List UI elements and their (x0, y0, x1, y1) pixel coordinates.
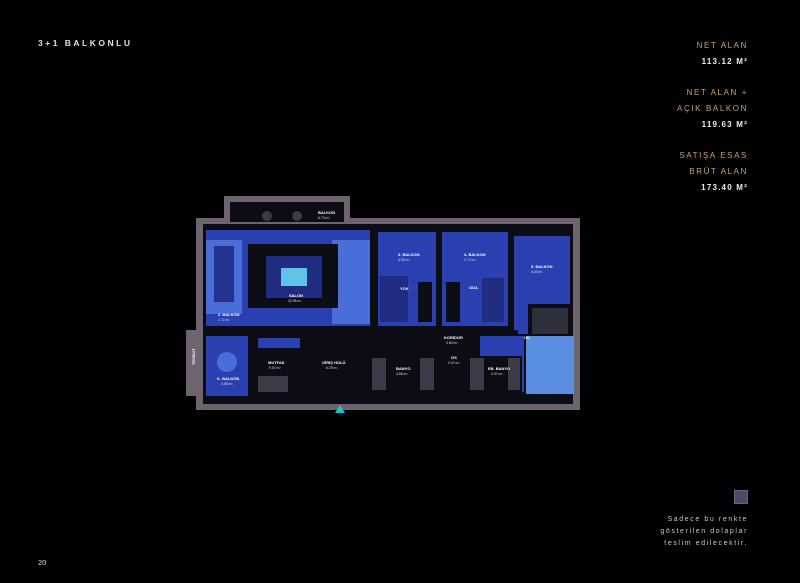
room-area-balkon3: 6.53 m² (398, 258, 410, 262)
room-area-balkon4: 1.72 m² (464, 258, 476, 262)
room-label-tesisat: TESİSAT (191, 348, 196, 365)
stat-label: AÇIK BALKON (677, 104, 748, 113)
room-label-yatak1: YOK (400, 286, 409, 291)
vanity (508, 358, 520, 390)
room-area-ebanyo: 4.37 m² (491, 372, 503, 376)
room-gs (448, 352, 462, 366)
room-area-balkon2: 1.72 m² (218, 318, 230, 322)
area-stats: NET ALAN 113.12 M² NET ALAN + AÇIK BALKO… (598, 38, 748, 211)
legend-line: gösterilen dolaplar (660, 528, 748, 535)
legend-line: teslim edilecektir. (664, 540, 748, 547)
shower (470, 358, 484, 390)
shower (420, 358, 434, 390)
room-area-mutfak-balkon: 3.68 m² (221, 382, 233, 386)
table-icon (217, 352, 237, 372)
room-area-gs: 0.47 m² (448, 361, 460, 365)
legend-swatch (734, 490, 748, 504)
room-area-mutfak: 9.57 m² (269, 366, 281, 370)
entrance-arrow-icon (335, 405, 345, 413)
bed (380, 276, 408, 322)
closet-zone (526, 336, 574, 394)
room-area-balkon5: 6.53 m² (531, 270, 543, 274)
dining-table (214, 246, 234, 302)
bed (532, 308, 568, 334)
room-area-salon: 23.98 m² (288, 299, 302, 303)
room-balkon (230, 202, 344, 222)
room-label-banyo: BANYO (396, 366, 410, 371)
room-label-balkon: BALKON (318, 210, 335, 215)
room-label-giris: GİRİŞ HOLÜ (322, 360, 345, 365)
room-label-balkon2: 2. BALKON (218, 312, 240, 317)
stat-label: NET ALAN + (686, 88, 748, 97)
kitchen-counter (258, 376, 288, 392)
room-label-koridor: KORİDOR (444, 335, 463, 340)
stat-label: SATIŞA ESAS (679, 151, 748, 160)
room-label-salon: SALON (289, 293, 303, 298)
legend-line: Sadece bu renkte (667, 516, 748, 523)
room-giris (308, 336, 364, 394)
chair-icon (262, 211, 272, 221)
stat-label: BRÜT ALAN (689, 167, 748, 176)
room-area-giris: 6.29 m² (326, 366, 338, 370)
coffee-table (281, 268, 307, 286)
plan-title: 3+1 BALKONLU (38, 38, 133, 48)
stat-net-area-balcony: NET ALAN + AÇIK BALKON 119.63 M² (598, 85, 748, 133)
chair-icon (292, 211, 302, 221)
stat-value: 113.12 M² (701, 57, 748, 66)
stat-value: 173.40 M² (701, 183, 748, 192)
lounge-zone (332, 240, 370, 324)
side-wall (186, 330, 202, 396)
bed (482, 278, 504, 322)
stat-value: 119.63 M² (701, 120, 748, 129)
room-label-gs: GS (451, 355, 457, 360)
wardrobe (418, 282, 432, 322)
room-area-balkon: 6.73 m² (318, 216, 330, 220)
room-label-ebanyo: EB. BANYO (488, 366, 510, 371)
stat-gross-area: SATIŞA ESAS BRÜT ALAN 173.40 M² (598, 148, 748, 196)
room-label-mutfak: MUTFAK (268, 360, 285, 365)
room-label-mutfak-balkon: K. BALKON (217, 376, 239, 381)
room-label-balkon4: 4. BALKON (464, 252, 486, 257)
room-label-balkon3: 3. BALKON (398, 252, 420, 257)
stat-label: NET ALAN (696, 41, 748, 50)
kitchen-counter (258, 338, 300, 348)
room-area-koridor: 3.80 m² (446, 341, 458, 345)
bathtub (372, 358, 386, 390)
wardrobe (446, 282, 460, 322)
room-area-banyo: 4.66 m² (396, 372, 408, 376)
room-label-oda: ODA (469, 285, 478, 290)
page-number: 20 (38, 558, 47, 567)
stat-net-area: NET ALAN 113.12 M² (598, 38, 748, 70)
room-label-balkon5: 5. BALKON (531, 264, 553, 269)
legend-note: Sadece bu renkte gösterilen dolaplar tes… (608, 514, 748, 550)
